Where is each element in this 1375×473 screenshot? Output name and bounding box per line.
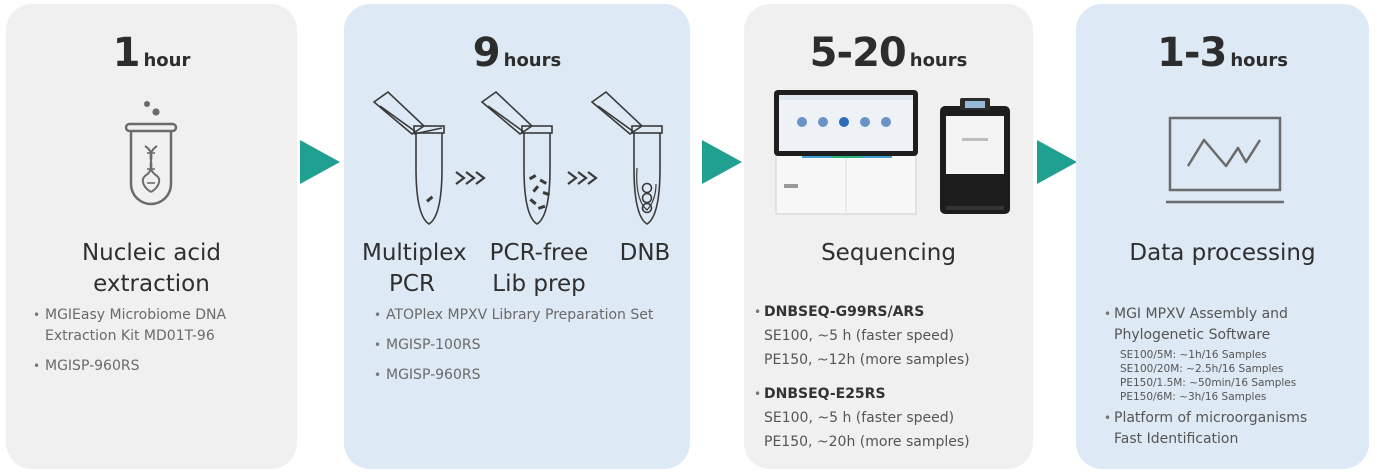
monitor-chart-icon	[1166, 116, 1284, 204]
run-option: SE100, ~5 h (faster speed)	[764, 410, 955, 426]
runtime-list: SE100/5M: ~1h/16 Samples SE100/20M: ~2.5…	[1104, 348, 1364, 404]
run-option: PE150, ~20h (more samples)	[764, 434, 970, 450]
sequencer-name: DNBSEQ-G99RS/ARS	[754, 300, 1029, 324]
sequencer-list: DNBSEQ-G99RS/ARS SE100, ~5 h (faster spe…	[754, 300, 1029, 454]
pcr-tube-workflow-icon	[372, 90, 663, 225]
step-label-multiplex-pcr: Multiplex PCR	[362, 240, 467, 297]
flow-arrow	[1037, 140, 1077, 184]
list-item: MGISP-960RS	[33, 356, 283, 377]
run-option: PE150, ~12h (more samples)	[764, 352, 970, 368]
list-item: MGISP-960RS	[374, 365, 679, 386]
list-item: MGIEasy Microbiome DNA Extraction Kit MD…	[33, 305, 283, 347]
flow-arrow	[300, 140, 340, 184]
product-list: ATOPlex MPXV Library Preparation Set MGI…	[374, 305, 679, 395]
platform-name: Platform of microorganisms	[1114, 410, 1308, 426]
step-title: Data processing	[1129, 240, 1316, 266]
runtime-item: PE150/1.5M: ~50min/16 Samples	[1120, 377, 1297, 389]
software-block: • MGI MPXV Assembly and Phylogenetic Sof…	[1104, 304, 1364, 450]
sequencer-instruments-image	[774, 90, 1010, 215]
runtime-item: SE100/5M: ~1h/16 Samples	[1120, 349, 1267, 361]
flow-arrow	[702, 140, 742, 184]
runtime-item: PE150/6M: ~3h/16 Samples	[1120, 391, 1267, 403]
step-title: Sequencing	[821, 240, 956, 266]
runtime-item: SE100/20M: ~2.5h/16 Samples	[1120, 363, 1284, 375]
sequencer-name: DNBSEQ-E25RS	[754, 382, 1029, 406]
test-tube-dna-icon	[124, 101, 178, 206]
software-name: MGI MPXV Assembly and	[1114, 306, 1288, 322]
step-label-pcr-free-lib-prep: PCR-free Lib prep	[489, 240, 589, 297]
step-label-dnb: DNB	[619, 240, 671, 266]
step-title: Nucleic acid extraction	[81, 240, 222, 297]
list-item: MGISP-100RS	[374, 335, 679, 356]
list-item: ATOPlex MPXV Library Preparation Set	[374, 305, 679, 326]
product-list: MGIEasy Microbiome DNA Extraction Kit MD…	[33, 305, 283, 386]
run-option: SE100, ~5 h (faster speed)	[764, 328, 955, 344]
